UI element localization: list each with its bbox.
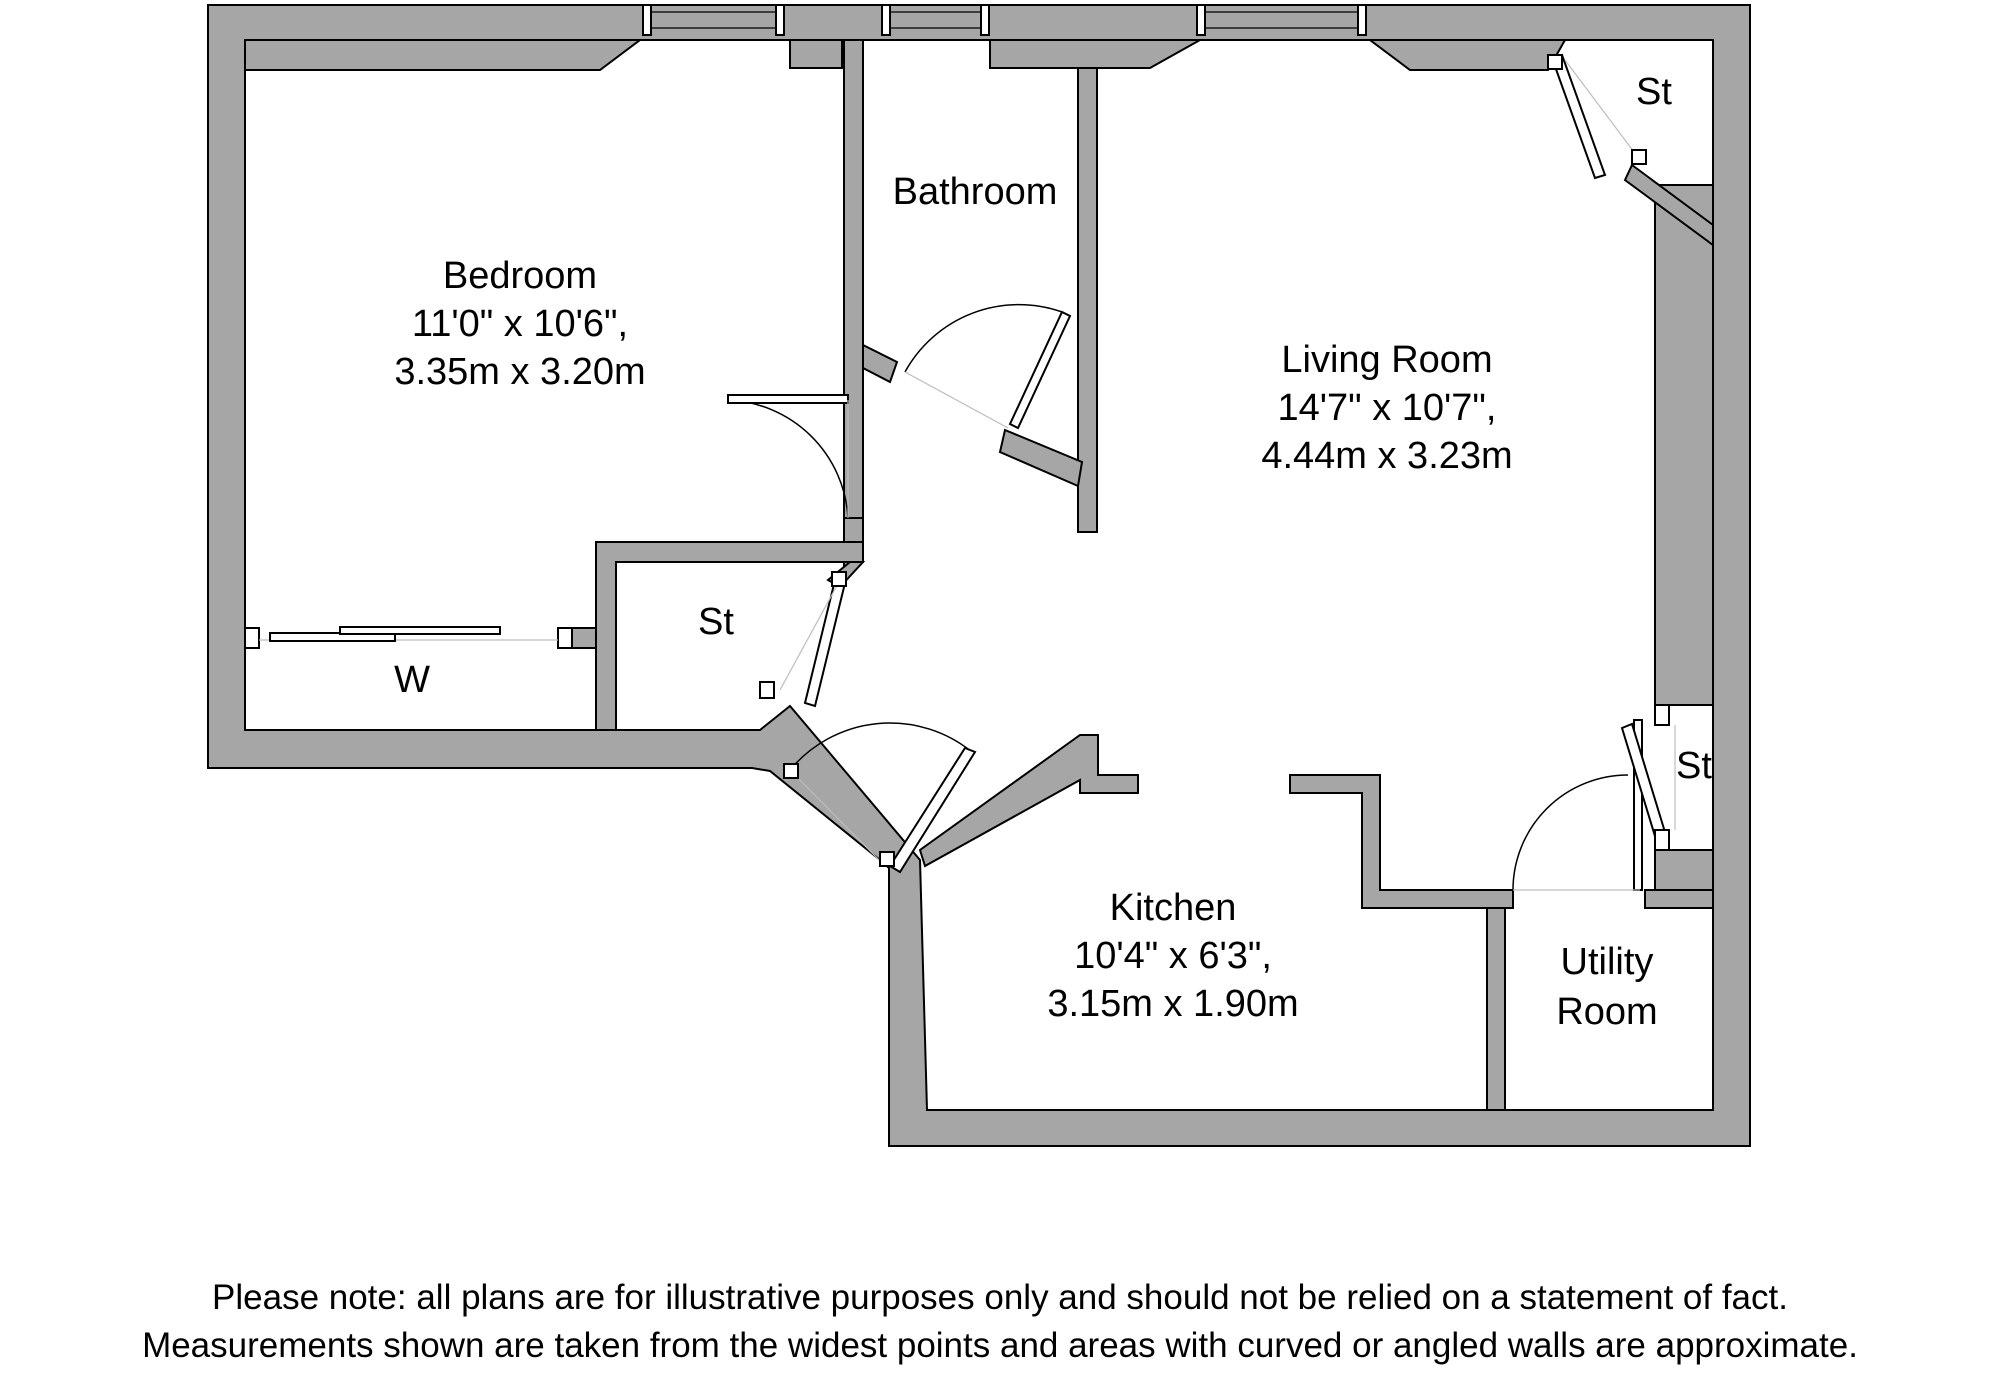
right-store-lower bbox=[1654, 849, 1714, 891]
disclaimer-line-1: Please note: all plans are for illustrat… bbox=[212, 1278, 1788, 1317]
kitchen-metric: 3.15m x 1.90m bbox=[1047, 983, 1298, 1025]
bathroom-name: Bathroom bbox=[893, 171, 1058, 213]
wardrobe-doors bbox=[244, 626, 573, 649]
disclaimer-line-2: Measurements shown are taken from the wi… bbox=[142, 1326, 1858, 1365]
wardrobe-end bbox=[571, 627, 597, 649]
bathroom-door-swing bbox=[904, 303, 1063, 373]
kitchen-name: Kitchen bbox=[1110, 887, 1237, 929]
utility-room-line1: Utility bbox=[1561, 941, 1654, 983]
kitchen-imperial: 10'4" x 6'3", bbox=[1074, 935, 1272, 977]
bedroom-metric: 3.35m x 3.20m bbox=[394, 351, 645, 393]
living-right-store-label: St bbox=[1676, 745, 1712, 787]
doors bbox=[727, 53, 1713, 891]
right-store-wall bbox=[1654, 184, 1714, 706]
bedroom-bathroom-partition bbox=[843, 39, 864, 519]
kitchen-right-stub bbox=[1289, 774, 1514, 909]
top-store-door-leaf bbox=[1550, 53, 1607, 180]
bathroom-living-partition bbox=[1077, 39, 1098, 533]
right-store-door-leaf bbox=[1620, 722, 1670, 848]
top-store-angled-wall bbox=[1623, 163, 1714, 247]
living-room-metric: 4.44m x 3.23m bbox=[1261, 435, 1512, 477]
utility-room-line2: Room bbox=[1556, 991, 1657, 1033]
wardrobe-label: W bbox=[394, 659, 430, 701]
store-door-leaf bbox=[803, 578, 847, 708]
utility-top-wall bbox=[1644, 889, 1714, 909]
bedroom-imperial: 11'0" x 10'6", bbox=[412, 303, 628, 345]
bedroom-name: Bedroom bbox=[443, 255, 597, 297]
utility-door-swing bbox=[1512, 774, 1629, 891]
entrance-door-swing bbox=[789, 722, 973, 771]
kitchen-left-stub bbox=[918, 734, 1139, 868]
bedroom-door-swing bbox=[727, 399, 849, 519]
living-room-name: Living Room bbox=[1281, 339, 1492, 381]
bedroom-store-label: St bbox=[698, 601, 734, 643]
bedroom-store-walls bbox=[595, 541, 864, 731]
walls bbox=[207, 4, 1751, 1147]
utility-partition bbox=[1486, 907, 1506, 1111]
bathroom-door-jamb bbox=[862, 343, 899, 384]
room-labels: Bedroom 11'0" x 10'6", 3.35m x 3.20m Bat… bbox=[394, 71, 1712, 1033]
living-top-store-label: St bbox=[1636, 71, 1672, 113]
entrance-door-leaf bbox=[888, 746, 977, 874]
bathroom-door-leaf bbox=[1008, 310, 1072, 430]
bedroom-door-leaf bbox=[727, 394, 849, 404]
bathroom-angled-wall bbox=[998, 428, 1084, 488]
living-room-imperial: 14'7" x 10'7", bbox=[1278, 387, 1497, 429]
